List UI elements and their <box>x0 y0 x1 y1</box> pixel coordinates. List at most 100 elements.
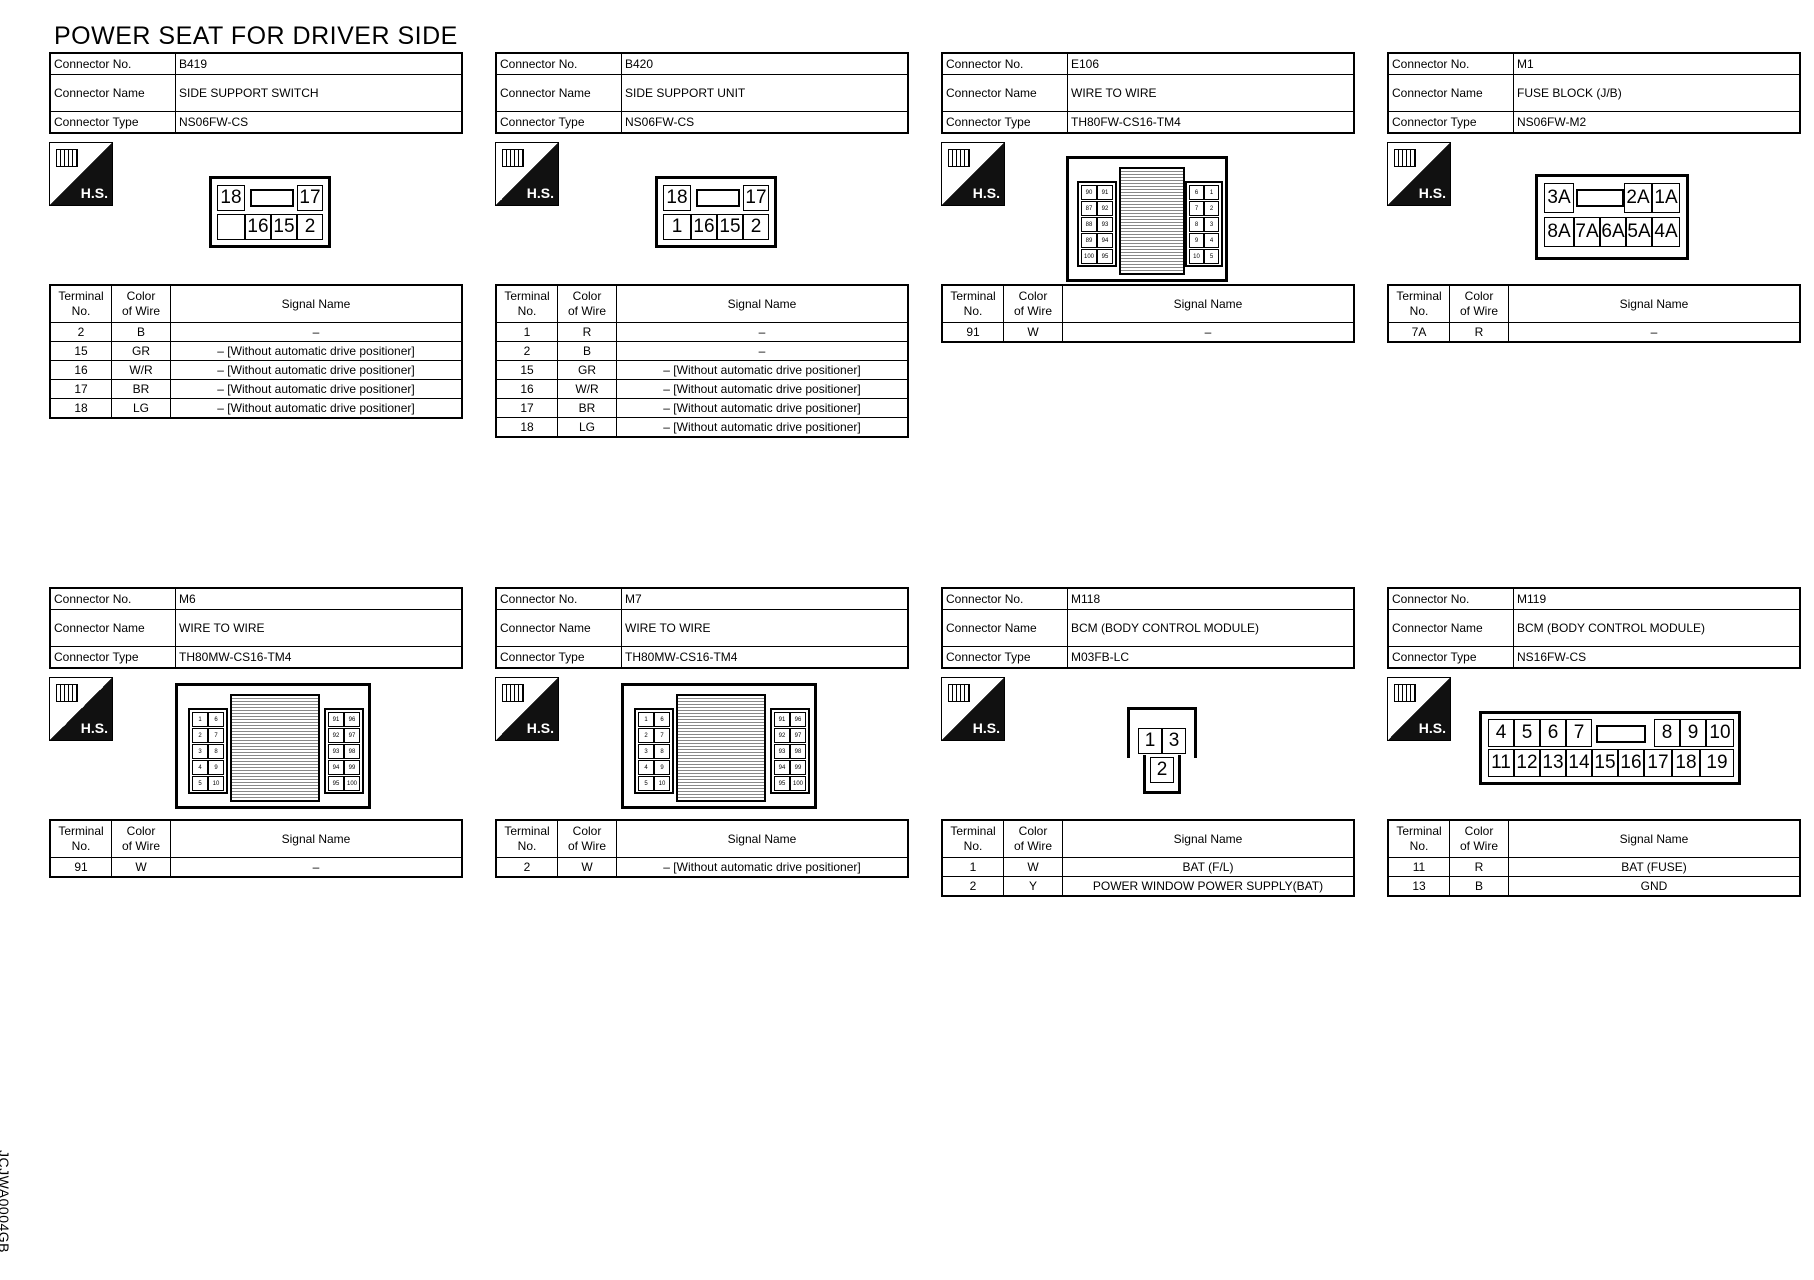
terminal-label: Terminal <box>504 824 550 838</box>
pin: 5 <box>638 776 654 791</box>
color-cell: W/R <box>557 379 617 399</box>
connector-diagram: H.S. 4 5 6 7 8 9 10 11 12 13 14 15 16 17… <box>1387 669 1801 819</box>
terminal-cell: 1 <box>495 322 558 342</box>
pin: 18 <box>663 185 691 211</box>
connector-diagram: H.S. 1 6 2 7 3 8 4 9 5 10 91 96 92 97 93 <box>495 669 909 819</box>
connector-type-value: M03FB-LC <box>1067 646 1355 669</box>
connector-name-value: WIRE TO WIRE <box>621 609 909 647</box>
of-wire-label: of Wire <box>1459 304 1498 318</box>
pin: 8 <box>1654 719 1680 747</box>
pin: 7 <box>1189 201 1204 216</box>
terminal-cell: 15 <box>49 341 112 361</box>
harness-side-icon <box>502 149 524 167</box>
pin: 93 <box>1097 217 1113 232</box>
pin: 100 <box>344 776 360 791</box>
signal-cell: – [Without automatic drive positioner] <box>616 417 909 438</box>
pin: 2A <box>1624 183 1652 213</box>
hs-label: H.S. <box>80 720 108 736</box>
signal-cell: POWER WINDOW POWER SUPPLY(BAT) <box>1062 876 1355 897</box>
pin: 97 <box>790 728 806 743</box>
of-wire-label: of Wire <box>1013 839 1052 853</box>
pin: 10 <box>654 776 670 791</box>
harness-side-icon <box>948 684 970 702</box>
terminal-cell: 16 <box>49 360 112 380</box>
connector-name-value: SIDE SUPPORT UNIT <box>621 74 909 112</box>
color-label: Color <box>572 289 602 303</box>
pin: 3 <box>1204 217 1219 232</box>
of-wire-label: of Wire <box>1459 839 1498 853</box>
pin: 2 <box>743 214 769 240</box>
signal-cell: GND <box>1508 876 1801 897</box>
pin: 100 <box>790 776 806 791</box>
pin: 5 <box>1514 719 1540 747</box>
of-wire-label: of Wire <box>567 839 606 853</box>
pin: 95 <box>774 776 790 791</box>
color-cell: W <box>111 857 171 878</box>
pin-group-right: 91 96 92 97 93 98 94 99 95 100 <box>324 708 364 794</box>
pin: 94 <box>1097 233 1113 248</box>
pin: 9 <box>208 760 224 775</box>
of-wire-label: of Wire <box>1013 304 1052 318</box>
terminal-cell: 2 <box>941 876 1004 897</box>
pin: 15 <box>1592 749 1618 777</box>
pin: 97 <box>344 728 360 743</box>
pin-group-center <box>1119 167 1185 275</box>
pin: 13 <box>1540 749 1566 777</box>
connector-diagram: H.S. 3A 2A 1A 8A 7A 6A 5A 4A <box>1387 134 1801 284</box>
pin-group-right: 6 1 7 2 8 3 9 4 10 5 <box>1185 181 1223 267</box>
signal-name-header: Signal Name <box>616 819 909 858</box>
pin: 5 <box>1204 249 1219 264</box>
pin-slot <box>696 189 740 207</box>
connector-type-value: NS16FW-CS <box>1513 646 1801 669</box>
pin-slot <box>1596 725 1646 743</box>
terminal-cell: 16 <box>495 379 558 399</box>
pin: 8 <box>654 744 670 759</box>
signal-cell: – <box>1508 322 1801 343</box>
harness-side-icon <box>502 684 524 702</box>
terminal-cell: 17 <box>49 379 112 399</box>
signal-name-header: Signal Name <box>1508 819 1801 858</box>
pin: 95 <box>1097 249 1113 264</box>
signal-name-header: Signal Name <box>1508 284 1801 323</box>
harness-side-icon <box>56 149 78 167</box>
color-label: Color <box>1464 289 1494 303</box>
color-cell: B <box>111 322 171 342</box>
terminal-cell: 2 <box>495 341 558 361</box>
pin: 88 <box>1081 217 1097 232</box>
terminal-cell: 13 <box>1387 876 1450 897</box>
pin: 92 <box>328 728 344 743</box>
pin: 94 <box>328 760 344 775</box>
pin-group-right: 91 96 92 97 93 98 94 99 95 100 <box>770 708 810 794</box>
connector-no-value: M6 <box>175 587 463 610</box>
of-wire-label: of Wire <box>121 839 160 853</box>
hs-icon: H.S. <box>49 677 113 741</box>
terminal-label: Terminal <box>1396 824 1442 838</box>
pin: 2 <box>297 214 323 240</box>
pin: 10 <box>1706 719 1734 747</box>
signal-name-header: Signal Name <box>1062 284 1355 323</box>
connector-type-label: Connector Type <box>49 646 176 669</box>
hs-icon: H.S. <box>941 677 1005 741</box>
pin: 2 <box>638 728 654 743</box>
connector-diagram: H.S. 1 6 2 7 3 8 4 9 5 10 91 96 92 97 93 <box>49 669 463 819</box>
pin: 9 <box>654 760 670 775</box>
color-label: Color <box>572 824 602 838</box>
connector-face-lower: 2 <box>1143 755 1181 794</box>
connector-no-value: M7 <box>621 587 909 610</box>
terminal-cell: 1 <box>941 857 1004 877</box>
connector-no-value: E106 <box>1067 52 1355 75</box>
